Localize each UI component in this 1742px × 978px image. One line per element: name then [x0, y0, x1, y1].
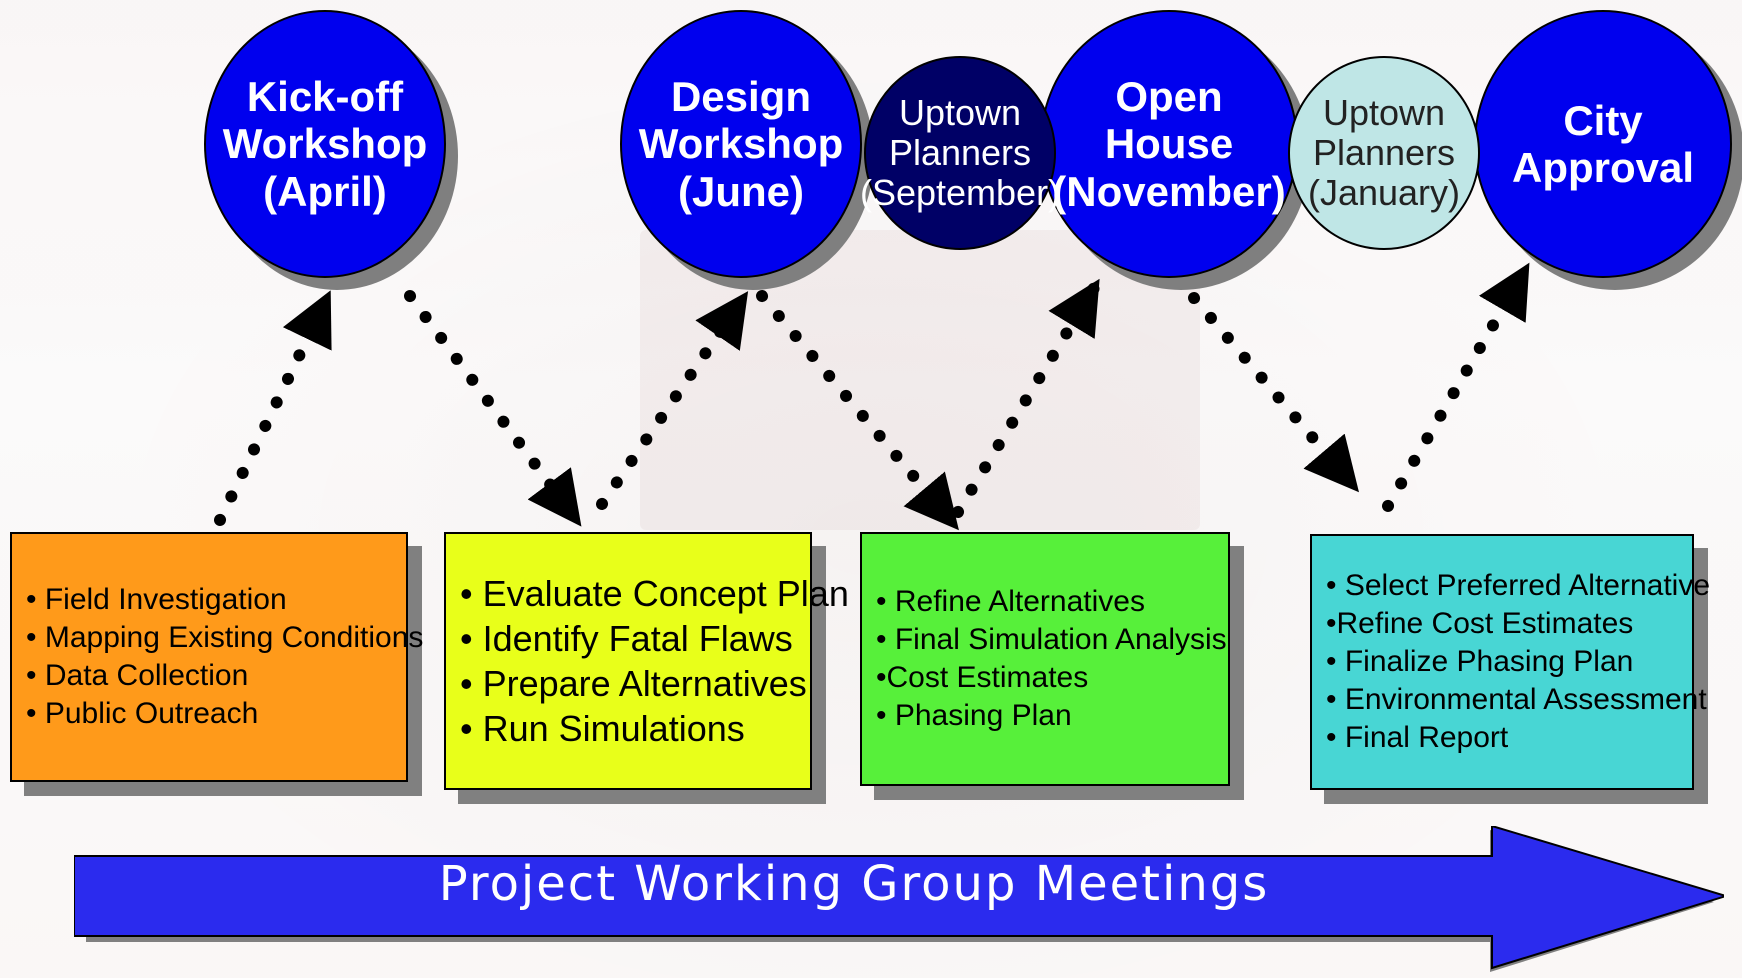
- milestone-label: Open House (November): [1052, 73, 1286, 215]
- connector-kickoff-to-box2: [404, 290, 582, 527]
- milestone-kickoff-workshop: Kick-off Workshop (April): [204, 10, 446, 278]
- task-box-phase-2: • Evaluate Concept Plan • Identify Fatal…: [444, 532, 849, 790]
- milestone-label: Uptown Planners (January): [1307, 91, 1461, 214]
- task-item: • Select Preferred Alternative: [1326, 569, 1711, 602]
- milestone-design-workshop: Design Workshop (June): [620, 10, 862, 278]
- task-item: • Final Report: [1326, 721, 1509, 754]
- milestone-uptown-planners-september: Uptown Planners (September): [860, 56, 1060, 250]
- connector-box2-to-design: [596, 291, 749, 510]
- connector-box4-to-approval: [1382, 262, 1530, 512]
- task-item: • Run Simulations: [460, 708, 745, 749]
- timeline-arrow: [74, 826, 1724, 972]
- connector-box1-to-kickoff: [214, 290, 332, 526]
- task-item: • Identify Fatal Flaws: [460, 618, 793, 659]
- milestone-label: City Approval: [1511, 96, 1695, 191]
- task-item: • Refine Alternatives: [876, 585, 1145, 618]
- milestone-open-house: Open House (November): [1040, 10, 1298, 278]
- task-item: • Public Outreach: [26, 697, 259, 730]
- task-item: • Field Investigation: [26, 583, 287, 616]
- task-item: • Phasing Plan: [876, 699, 1072, 732]
- task-box-phase-4: • Select Preferred Alternative •Refine C…: [1310, 534, 1711, 790]
- connector-openhouse-to-box4: [1188, 292, 1359, 493]
- task-item: • Mapping Existing Conditions: [26, 621, 424, 654]
- task-box-phase-3: • Refine Alternatives • Final Simulation…: [860, 532, 1230, 786]
- task-item: • Evaluate Concept Plan: [460, 573, 849, 614]
- task-box-phase-1: • Field Investigation • Mapping Existing…: [10, 532, 424, 782]
- task-item: •Cost Estimates: [876, 661, 1089, 694]
- task-item: • Data Collection: [26, 659, 249, 692]
- task-item: • Environmental Assessment: [1326, 683, 1707, 716]
- milestone-city-approval: City Approval: [1474, 10, 1732, 278]
- connector-box3-to-openhouse: [952, 278, 1100, 518]
- milestone-label: Design Workshop (June): [638, 73, 844, 215]
- milestone-label: Kick-off Workshop (April): [222, 73, 428, 215]
- milestone-uptown-planners-january: Uptown Planners (January): [1288, 56, 1480, 250]
- milestone-label: Uptown Planners (September): [859, 91, 1061, 214]
- task-item: • Final Simulation Analysis: [876, 623, 1227, 656]
- task-item: • Prepare Alternatives: [460, 663, 807, 704]
- connector-design-to-box3: [756, 290, 959, 531]
- timeline-label: Project Working Group Meetings: [438, 856, 1270, 912]
- task-item: • Finalize Phasing Plan: [1326, 645, 1634, 678]
- task-item: •Refine Cost Estimates: [1326, 607, 1634, 640]
